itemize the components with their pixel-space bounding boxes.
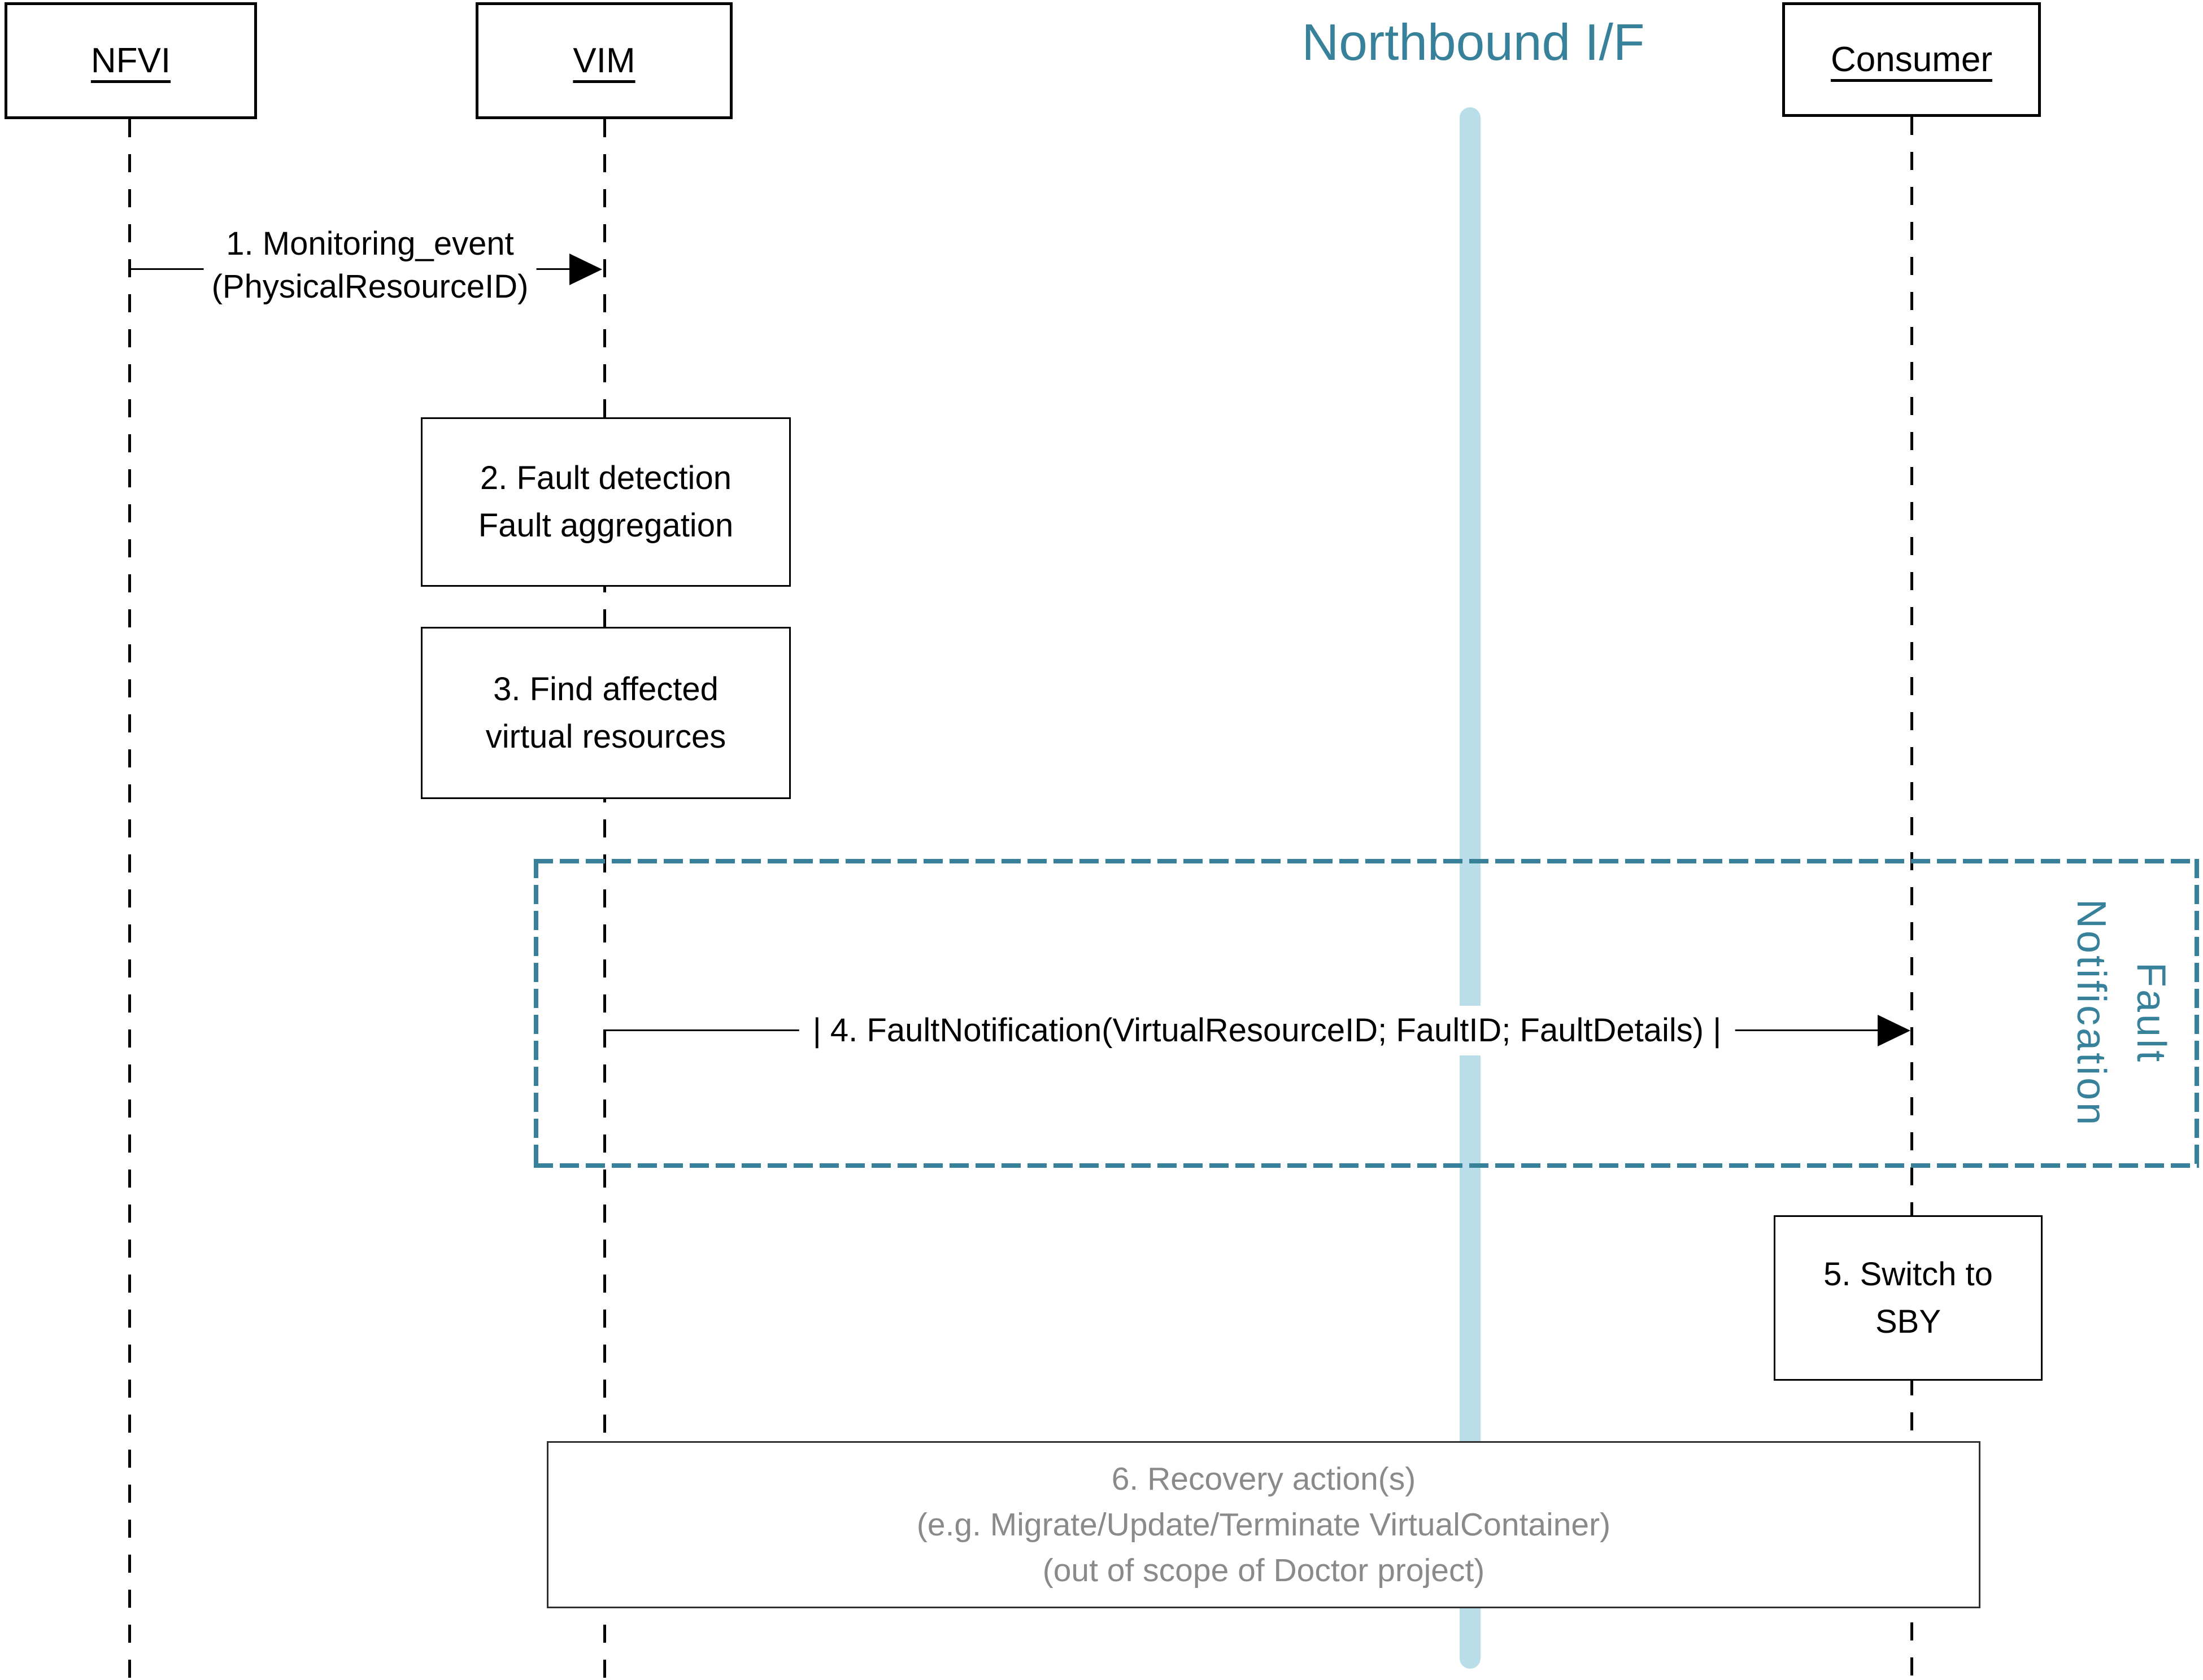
step-5-line2: SBY xyxy=(1875,1303,1941,1340)
actor-label-nfvi: NFVI xyxy=(90,41,171,80)
fault-notification-label-line2: Notification xyxy=(2069,899,2114,1128)
message-1-label-line2: (PhysicalResourceID) xyxy=(211,268,529,305)
message-1-label: 1. Monitoring_event (PhysicalResourceID) xyxy=(203,220,537,311)
fault-notification-region-label: Fault Notification xyxy=(2059,859,2181,1168)
lifeline-nfvi xyxy=(128,119,131,1680)
message-4-label: | 4. FaultNotification(VirtualResourceID… xyxy=(799,1006,1735,1055)
step-3-line2: virtual resources xyxy=(485,718,726,755)
message-4-arrowhead xyxy=(1878,1015,1910,1046)
actor-label-consumer: Consumer xyxy=(1831,40,1992,79)
message-1-arrowhead xyxy=(569,254,602,285)
step-6-line2: (e.g. Migrate/Update/Terminate VirtualCo… xyxy=(916,1506,1611,1543)
actor-label-vim: VIM xyxy=(573,41,635,80)
step-2-line1: 2. Fault detection xyxy=(480,460,732,496)
step-2-line2: Fault aggregation xyxy=(478,507,734,544)
actor-box-consumer: Consumer xyxy=(1782,2,2041,117)
step-6-line3: (out of scope of Doctor project) xyxy=(1042,1552,1485,1589)
step-3-line1: 3. Find affected xyxy=(493,670,719,708)
step-box-fault-detection: 2. Fault detection Fault aggregation xyxy=(421,417,791,587)
step-5-line1: 5. Switch to xyxy=(1823,1255,1993,1293)
step-6-line1: 6. Recovery action(s) xyxy=(1111,1460,1416,1497)
fault-notification-label-line1: Fault xyxy=(2128,962,2174,1064)
message-1-label-line1: 1. Monitoring_event xyxy=(226,225,514,262)
actor-box-vim: VIM xyxy=(476,2,733,119)
northbound-interface-title: Northbound I/F xyxy=(1301,14,1645,71)
step-box-recovery: 6. Recovery action(s) (e.g. Migrate/Upda… xyxy=(547,1441,1980,1608)
actor-box-nfvi: NFVI xyxy=(5,2,257,119)
step-box-switch-to-sby: 5. Switch to SBY xyxy=(1774,1215,2043,1381)
step-box-find-affected: 3. Find affected virtual resources xyxy=(421,627,791,799)
